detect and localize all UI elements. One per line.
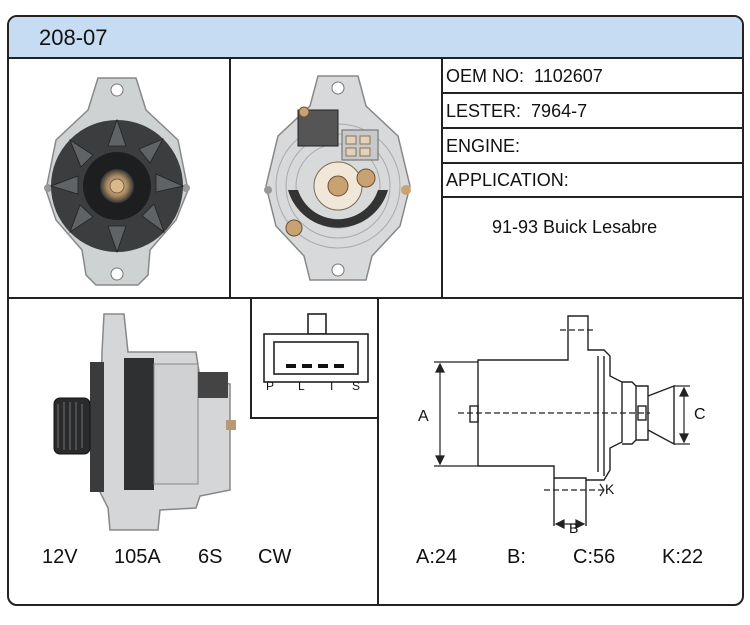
application-row: APPLICATION:: [436, 163, 735, 198]
spec-rotation: CW: [258, 546, 292, 568]
dimension-a-value: A:24: [416, 546, 458, 568]
divider-info-1: [443, 92, 742, 94]
lester-row: LESTER: 7964-7: [436, 94, 735, 129]
divider-info-4: [443, 196, 742, 198]
spec-voltage: 12V: [42, 546, 78, 568]
dimension-c-value: C:56: [573, 546, 616, 568]
divider-top-v1: [229, 57, 231, 299]
connector-diagram: [263, 313, 369, 383]
dimension-drawing: [434, 315, 690, 529]
dim-label-c: C: [694, 406, 706, 423]
engine-label: ENGINE:: [446, 136, 521, 156]
oem-value: 1102607: [534, 66, 603, 86]
pin-label-i: I: [330, 379, 334, 393]
divider-info-3: [443, 162, 742, 164]
dimension-k-value: K:22: [662, 546, 704, 568]
title-bar: 208-07: [9, 17, 742, 59]
application-label: APPLICATION:: [446, 170, 569, 190]
divider-mid-h: [9, 297, 742, 299]
alternator-front-photo: [44, 77, 190, 286]
application-value: 91-93 Buick Lesabre: [492, 217, 658, 237]
spec-amperage: 105A: [114, 546, 161, 568]
connector-box: [250, 299, 377, 419]
part-number-title: 208-07: [39, 25, 108, 50]
alternator-rear-photo: [264, 75, 411, 281]
engine-row: ENGINE:: [436, 129, 735, 164]
dim-label-a: A: [418, 408, 429, 425]
lester-value: 7964-7: [531, 101, 588, 121]
dim-label-k: K: [605, 481, 615, 497]
oem-row: OEM NO: 1102607: [436, 59, 735, 94]
pin-label-p: P: [266, 379, 275, 393]
spec-pulley: 6S: [198, 546, 223, 568]
pin-label-s: S: [352, 379, 361, 393]
divider-info-2: [443, 127, 742, 129]
alternator-side-photo: [53, 313, 236, 531]
divider-top-v2: [441, 57, 443, 299]
dimension-b-value: B:: [507, 546, 526, 568]
pin-label-l: L: [298, 379, 305, 393]
oem-label: OEM NO:: [446, 66, 525, 86]
divider-bottom-v: [377, 299, 379, 605]
lester-label: LESTER:: [446, 101, 522, 121]
dim-label-b: B: [569, 520, 579, 536]
